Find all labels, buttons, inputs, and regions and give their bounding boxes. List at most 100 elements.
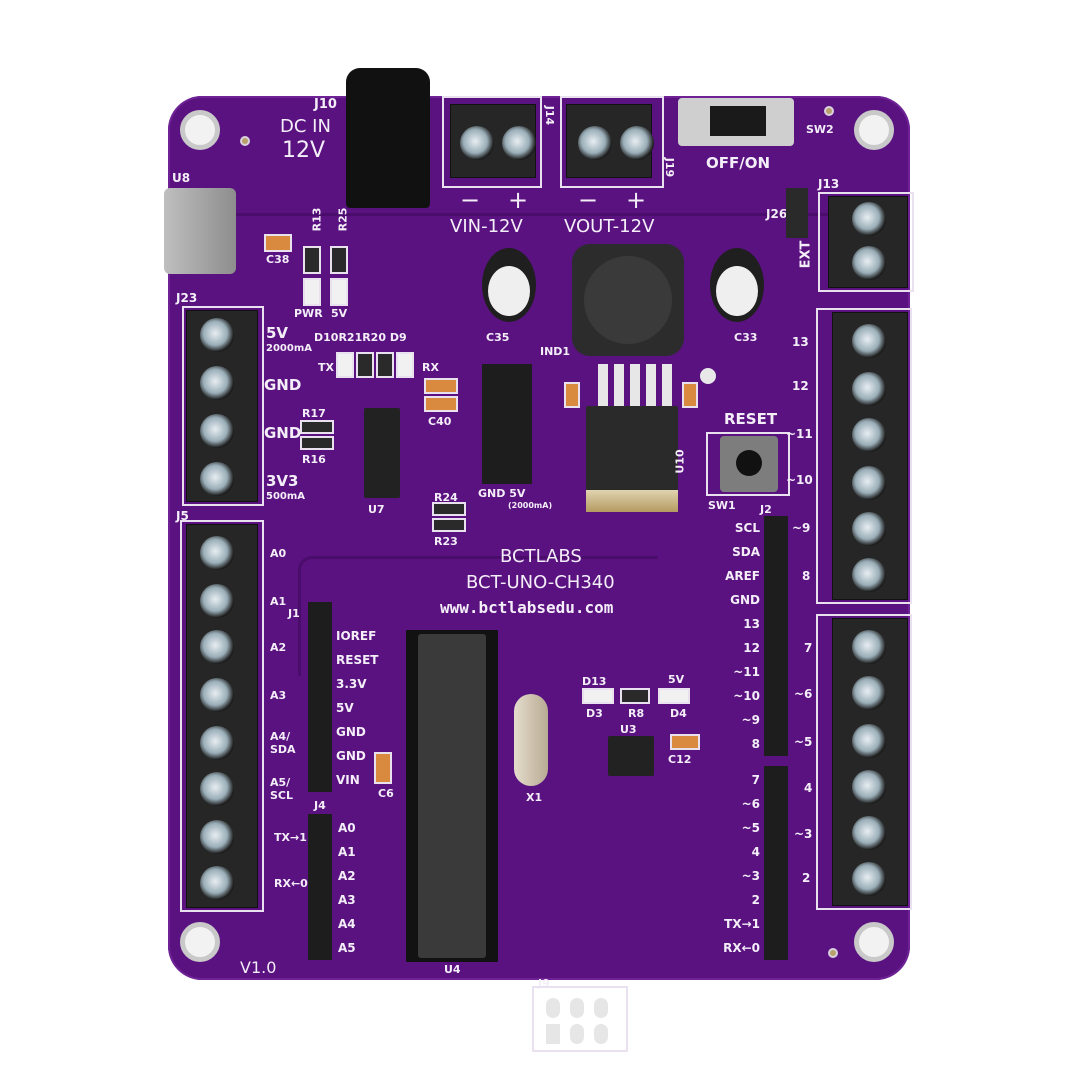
vout-outline [560, 96, 664, 188]
trace [298, 556, 658, 676]
screw-icon[interactable] [200, 414, 234, 448]
screw-icon[interactable] [852, 246, 886, 280]
screw-icon[interactable] [852, 466, 886, 500]
usb-ref: U8 [172, 171, 191, 185]
5v-led [658, 688, 690, 704]
resistor-ref: R13 [310, 207, 324, 232]
analog-label: A5/ SCL [270, 776, 294, 803]
atmega328p-chip [418, 634, 486, 958]
screw-icon[interactable] [200, 366, 234, 400]
regulator-tab [586, 490, 678, 512]
screw-icon[interactable] [852, 770, 886, 804]
ext-ref: J13 [818, 177, 840, 191]
digital-header-low[interactable] [764, 766, 788, 960]
reset-ref: SW1 [708, 499, 736, 512]
vout-terminal-ref: J19 [663, 157, 677, 178]
smd-capacitor [424, 396, 458, 412]
trace [188, 156, 888, 216]
vin-minus: − [460, 186, 481, 214]
header-ref: J2 [760, 503, 772, 516]
screw-icon[interactable] [200, 630, 234, 664]
power-header[interactable] [308, 602, 332, 792]
cap-ref: C40 [428, 415, 452, 428]
screw-icon[interactable] [852, 202, 886, 236]
smd-capacitor [670, 734, 700, 750]
vin-terminal-ref: J14 [543, 105, 557, 126]
screw-icon[interactable] [200, 678, 234, 712]
screw-icon[interactable] [852, 324, 886, 358]
screw-icon[interactable] [200, 820, 234, 854]
via [240, 136, 250, 146]
vout-minus: − [578, 186, 599, 214]
reset-button[interactable] [720, 436, 778, 492]
rx-led [396, 352, 414, 378]
icsp-pad [546, 1024, 560, 1044]
terminal-label: 3V3 [266, 472, 299, 490]
power-pin-header[interactable] [482, 364, 532, 484]
inductor [572, 244, 684, 356]
header-pin-label: 5V [336, 701, 354, 715]
jumper[interactable] [786, 188, 808, 238]
screw-icon[interactable] [852, 512, 886, 546]
screw-icon[interactable] [200, 536, 234, 570]
screw-icon[interactable] [460, 126, 494, 160]
vout-plus: + [626, 186, 647, 214]
cap-ref: C38 [266, 253, 290, 266]
screw-icon[interactable] [200, 584, 234, 618]
screw-icon[interactable] [852, 676, 886, 710]
screw-icon[interactable] [200, 726, 234, 760]
header-pin-label: RESET [336, 653, 379, 667]
led-top-label: 5V [668, 673, 685, 686]
serial-led-refs: D10R21R20 D9 [314, 331, 407, 344]
electrolytic-capacitor [710, 248, 764, 322]
header-pin-label: TX→1 [724, 917, 760, 931]
cap-ref: C35 [486, 331, 510, 344]
screw-icon[interactable] [852, 558, 886, 592]
screw-icon[interactable] [502, 126, 536, 160]
screw-icon[interactable] [578, 126, 612, 160]
vin-outline [442, 96, 542, 188]
screw-icon[interactable] [620, 126, 654, 160]
ext-outline [818, 192, 914, 292]
screw-icon[interactable] [200, 772, 234, 806]
power-switch[interactable] [678, 98, 794, 146]
5v-led-label: 5V [331, 307, 348, 320]
screw-icon[interactable] [852, 418, 886, 452]
analog-label: A0 [270, 547, 287, 560]
resistor [300, 420, 334, 434]
usb-c-port[interactable] [164, 188, 236, 274]
crystal [514, 694, 548, 786]
d13-led [582, 688, 614, 704]
header-pin-label: ~6 [741, 797, 760, 811]
smd-capacitor [564, 382, 580, 408]
analog-label: A1 [270, 595, 287, 608]
screw-icon[interactable] [852, 816, 886, 850]
header-pin-label: A5 [338, 941, 356, 955]
pcb-board: J10 DC IN 12V U8 C38 R13 R25 PWR 5V J14 … [164, 68, 914, 1052]
terminal-label: ~9 [792, 521, 811, 535]
screw-icon[interactable] [852, 372, 886, 406]
cap-ref: C33 [734, 331, 758, 344]
screw-icon[interactable] [852, 862, 886, 896]
header-pin-label: 3.3V [336, 677, 367, 691]
screw-icon[interactable] [200, 462, 234, 496]
model-label: BCT-UNO-CH340 [466, 572, 615, 593]
switch-slider[interactable] [710, 106, 766, 136]
version-label: V1.0 [240, 958, 277, 977]
screw-icon[interactable] [852, 630, 886, 664]
screw-icon[interactable] [200, 866, 234, 900]
dc-power-jack[interactable] [346, 68, 430, 208]
resistor [330, 246, 348, 274]
terminal-label: GND [264, 424, 302, 442]
power-header-sub: (2000mA) [508, 501, 553, 510]
header-pin-label: SCL [734, 521, 760, 535]
header-pin-label: GND [336, 749, 366, 763]
analog-header[interactable] [308, 814, 332, 960]
digital-header-high[interactable] [764, 516, 788, 756]
test-point [700, 368, 716, 384]
chip-ref: U3 [620, 723, 637, 736]
terminal-label: 12 [792, 379, 809, 393]
serial-label: RX←0 [274, 877, 308, 890]
screw-icon[interactable] [200, 318, 234, 352]
screw-icon[interactable] [852, 724, 886, 758]
